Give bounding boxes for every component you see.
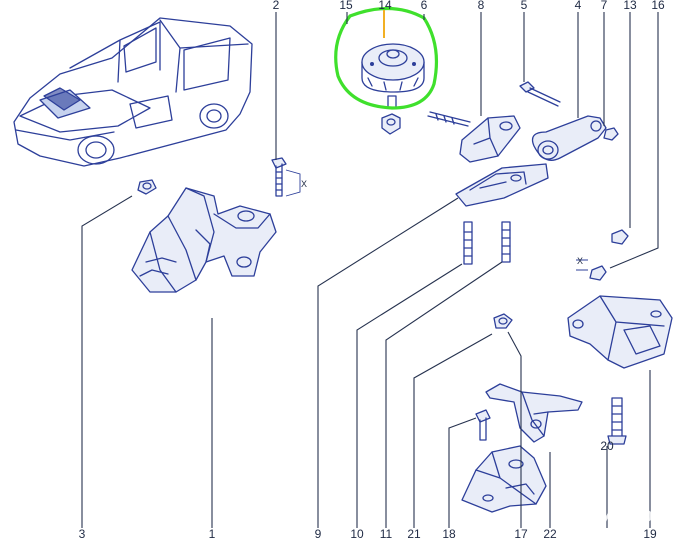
bracket-8 — [459, 115, 521, 163]
callout-16: 16 — [651, 0, 665, 12]
callout-20: 20 — [600, 439, 614, 453]
dimension-x-left: X — [301, 179, 307, 189]
callout-13: 13 — [623, 0, 637, 12]
callout-21: 21 — [407, 527, 421, 540]
nut-3 — [137, 179, 157, 195]
bracket-22 — [485, 383, 583, 443]
callout-7: 7 — [601, 0, 608, 12]
watermark-text: Avito — [604, 502, 653, 527]
torque-rod-4 — [531, 115, 607, 161]
watermark: Avito — [572, 502, 653, 527]
dimension-x-right: X — [577, 256, 583, 266]
callout-1: 1 — [209, 527, 216, 540]
callout-17: 17 — [514, 527, 528, 540]
callout-3: 3 — [79, 527, 86, 540]
bolt-5 — [519, 81, 561, 107]
callout-18: 18 — [442, 527, 456, 540]
nut-13 — [611, 229, 629, 245]
callout-15: 15 — [339, 0, 353, 12]
callout-labels: 2 15 14 6 8 5 4 7 13 16 3 1 9 10 11 21 1… — [79, 0, 665, 540]
vehicle-illustration — [13, 17, 253, 167]
callout-4: 4 — [575, 0, 582, 12]
leader-lines — [81, 12, 659, 528]
nut-16 — [576, 259, 607, 281]
bolt-2 — [271, 157, 301, 197]
callout-2: 2 — [273, 0, 280, 12]
bolt-6 — [427, 111, 471, 127]
callout-10: 10 — [350, 527, 364, 540]
bolt-18 — [475, 409, 491, 441]
callout-5: 5 — [521, 0, 528, 12]
callout-8: 8 — [478, 0, 485, 12]
bracket-17 — [461, 445, 547, 513]
stud-20 — [607, 397, 627, 445]
callout-9: 9 — [315, 527, 322, 540]
bolts-10-11 — [463, 221, 511, 265]
callout-11: 11 — [380, 527, 393, 540]
highlight-circle — [334, 6, 439, 110]
engine-mount-left — [131, 187, 277, 293]
callout-14: 14 — [378, 0, 392, 12]
support-plate-9 — [455, 163, 549, 207]
callout-22: 22 — [543, 527, 557, 540]
engine-mount-right — [567, 295, 673, 369]
callout-6: 6 — [421, 0, 428, 12]
nut-7 — [603, 127, 619, 141]
nut-21 — [493, 313, 513, 329]
mount-pad-14 — [361, 43, 425, 135]
callout-19: 19 — [643, 527, 657, 540]
